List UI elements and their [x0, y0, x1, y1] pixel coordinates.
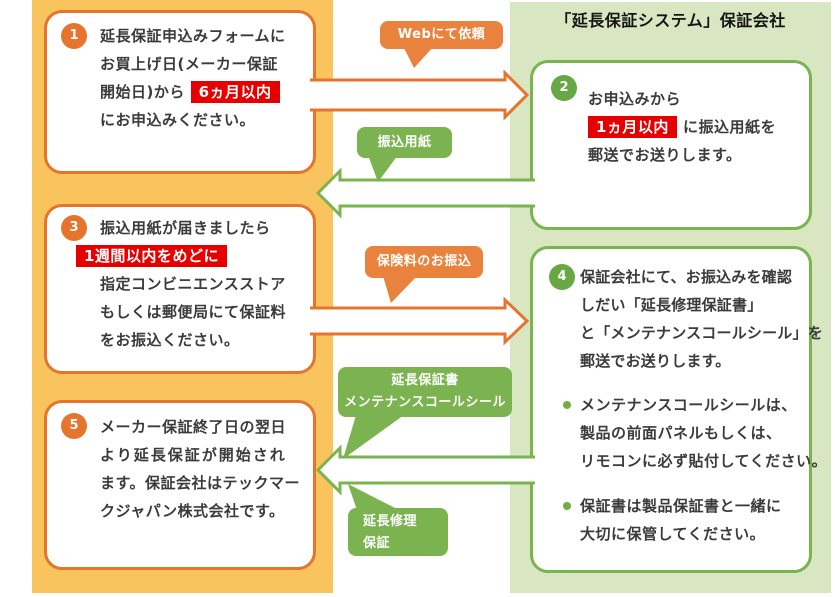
step-text-line: メンテナンスコールシールは、	[580, 396, 797, 414]
step-text-line: しだい「延長修理保証書」	[580, 296, 763, 314]
step-text-line: もしくは郵便局にて保証料	[100, 303, 287, 321]
step-text-line: お申込みから	[588, 90, 682, 108]
step-text-line: 1ヵ月以内に振込用紙を	[588, 113, 803, 141]
deadline-highlight-1week: 1週間以内をめどに	[76, 245, 227, 267]
step-text-line: メーカー保証終了日の翌日	[100, 418, 287, 436]
note-keep-warranty: 保証書は製品保証書と一緒に 大切に保管してください。	[533, 492, 809, 548]
warranty-docs-bubble-tail-icon	[343, 415, 404, 459]
extended-repair-bubble-tail-icon	[348, 484, 399, 510]
step-text-line: リモコンに必ず貼付してください。	[580, 452, 828, 470]
bullet-dot-icon	[563, 502, 571, 510]
step-4-number-badge: 4	[549, 264, 575, 290]
step-5-box: 5 メーカー保証終了日の翌日 より延長保証が開始され ます。保証会社はテックマー…	[44, 400, 316, 570]
step-text-line: 大切に保管してください。	[580, 525, 766, 543]
premium-payment-bubble: 保険料のお振込	[365, 246, 483, 278]
step-text-line: 1週間以内をめどに	[76, 242, 307, 270]
step-text-line: をお振込ください。	[100, 331, 240, 349]
web-request-bubble-tail-icon	[403, 46, 434, 68]
step-text-line: クジャパン株式会社です。	[100, 502, 285, 520]
step-text-line: 延長保証申込みフォームに	[100, 27, 286, 45]
deadline-highlight-1month: 1ヵ月以内	[588, 116, 677, 138]
extended-repair-bubble: 延長修理 保証	[348, 508, 448, 556]
arrow-right-web-request-icon	[310, 69, 530, 121]
step-text-line: 開始日)から 6ヵ月以内	[100, 78, 307, 106]
step-2-box: 2 お申込みから 1ヵ月以内に振込用紙を 郵送でお送りします。	[530, 60, 812, 230]
step-text-line: 振込用紙が届きましたら	[100, 219, 271, 237]
step-text-line: 製品の前面パネルもしくは、	[580, 424, 782, 442]
web-request-bubble: Webにて依頼	[380, 21, 503, 49]
company-column-header: 「延長保証システム」保証会社	[555, 11, 786, 30]
bullet-dot-icon	[563, 401, 571, 409]
transfer-form-bubble: 振込用紙	[357, 127, 452, 158]
step-1-number-badge: 1	[61, 23, 87, 49]
arrow-left-warranty-docs-icon	[315, 444, 535, 496]
step-text-line: にお申込みください。	[100, 111, 256, 129]
deadline-highlight-6months: 6ヵ月以内	[190, 81, 280, 103]
note-maintenance-seal: メンテナンスコールシールは、 製品の前面パネルもしくは、 リモコンに必ず貼付して…	[533, 391, 828, 475]
step-text-line: 指定コンビニエンスストア	[100, 275, 286, 293]
step-3-number-badge: 3	[61, 215, 87, 241]
step-text-line: 保証会社にて、お振込みを確認	[580, 268, 793, 286]
step-text-line: お買上げ日(メーカー保証	[100, 55, 278, 73]
step-text-line: 郵送でお送りします。	[580, 352, 731, 370]
step-text-line: 保証書は製品保証書と一緒に	[580, 497, 782, 515]
arrow-left-transfer-form-icon	[315, 167, 535, 219]
warranty-docs-bubble: 延長保証書 メンテナンスコールシール	[338, 367, 512, 417]
step-1-box: 1 延長保証申込みフォームに お買上げ日(メーカー保証 開始日)から 6ヵ月以内…	[44, 10, 316, 174]
step-text-line: と「メンテナンスコールシール」を	[580, 324, 823, 342]
step-text-line: 郵送でお送りします。	[588, 146, 742, 164]
step-4-box: 4 保証会社にて、お振込みを確認 しだい「延長修理保証書」 と「メンテナンスコー…	[530, 246, 828, 573]
step-text-line: より延長保証が開始され	[100, 446, 287, 464]
step-2-number-badge: 2	[551, 75, 577, 101]
premium-payment-bubble-tail-icon	[383, 276, 417, 303]
step-5-number-badge: 5	[61, 413, 87, 439]
transfer-form-bubble-tail-icon	[368, 155, 398, 182]
arrow-right-premium-payment-icon	[310, 296, 530, 346]
step-3-box: 3 振込用紙が届きましたら 1週間以内をめどに 指定コンビニエンスストア もしく…	[44, 204, 316, 374]
step-text-line: ます。保証会社はテックマー	[100, 474, 301, 492]
